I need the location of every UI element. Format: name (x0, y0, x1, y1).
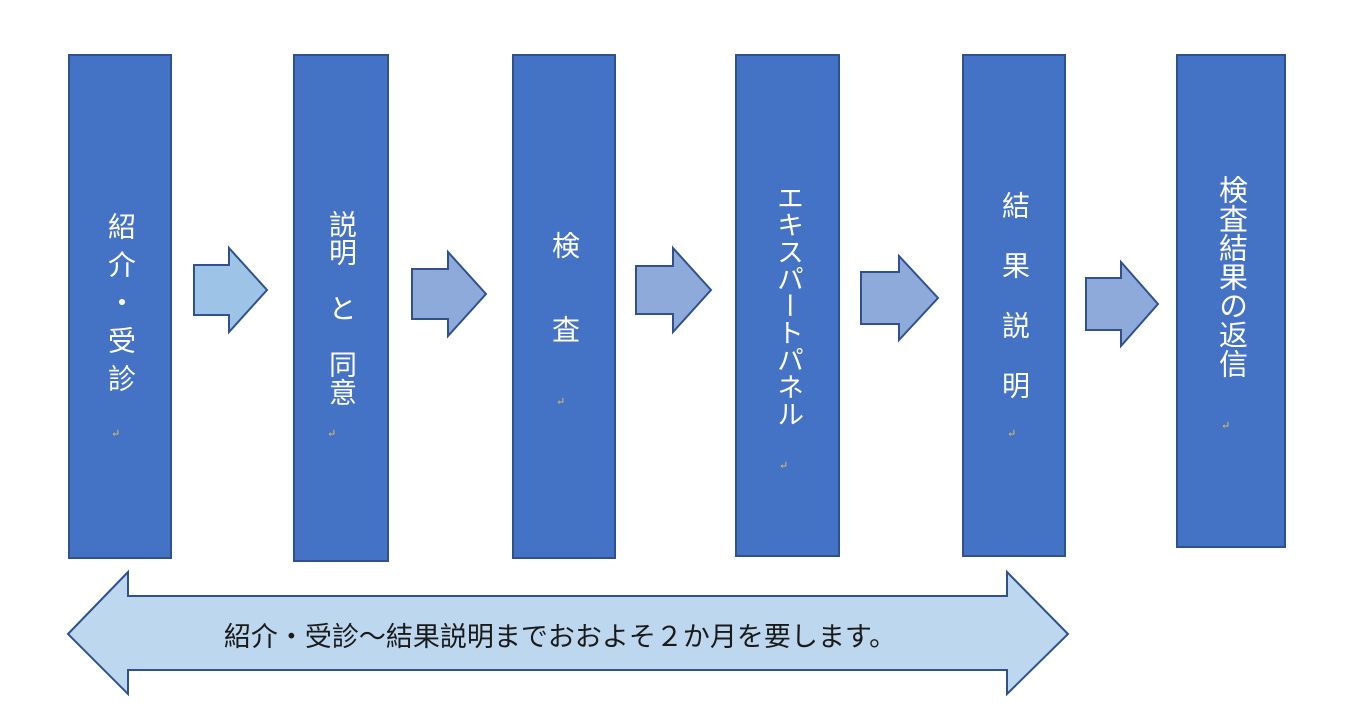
step-label-result-explanation: 結 果 説 明 (998, 190, 1031, 401)
right-arrow-icon (193, 245, 269, 335)
step-label-consent: 説明 と 同意 (325, 210, 358, 406)
paragraph-mark: ↵ (111, 427, 121, 440)
timeline-label: 紹介・受診～結果説明までおおよそ２か月を要します。 (223, 621, 897, 653)
step-box-consent: 説明 と 同意 (293, 54, 389, 562)
step-label-result-reply: 検査結果の返信 (1214, 174, 1249, 378)
step-label-test: 検 査 (548, 230, 581, 343)
step-label-expert-panel: エキスパートパネル (772, 184, 803, 427)
step-box-result-reply: 検査結果の返信 (1176, 54, 1286, 548)
paragraph-mark: ↵ (327, 427, 337, 440)
step-box-result-explanation: 結 果 説 明 (962, 54, 1066, 557)
step-box-expert-panel: エキスパートパネル (735, 54, 840, 557)
right-arrow-icon (411, 249, 488, 339)
right-arrow-icon (1085, 259, 1160, 349)
paragraph-mark: ↵ (1007, 427, 1017, 440)
paragraph-mark: ↵ (779, 459, 789, 472)
step-box-test: 検 査 (512, 54, 616, 559)
paragraph-mark: ↵ (1221, 419, 1231, 432)
right-arrow-icon (635, 245, 713, 335)
double-arrow-icon (66, 569, 1070, 697)
step-box-referral: 紹介・受診 (68, 54, 172, 559)
step-label-referral: 紹介・受診 (104, 211, 137, 402)
paragraph-mark: ↵ (556, 395, 566, 408)
right-arrow-icon (860, 253, 940, 343)
